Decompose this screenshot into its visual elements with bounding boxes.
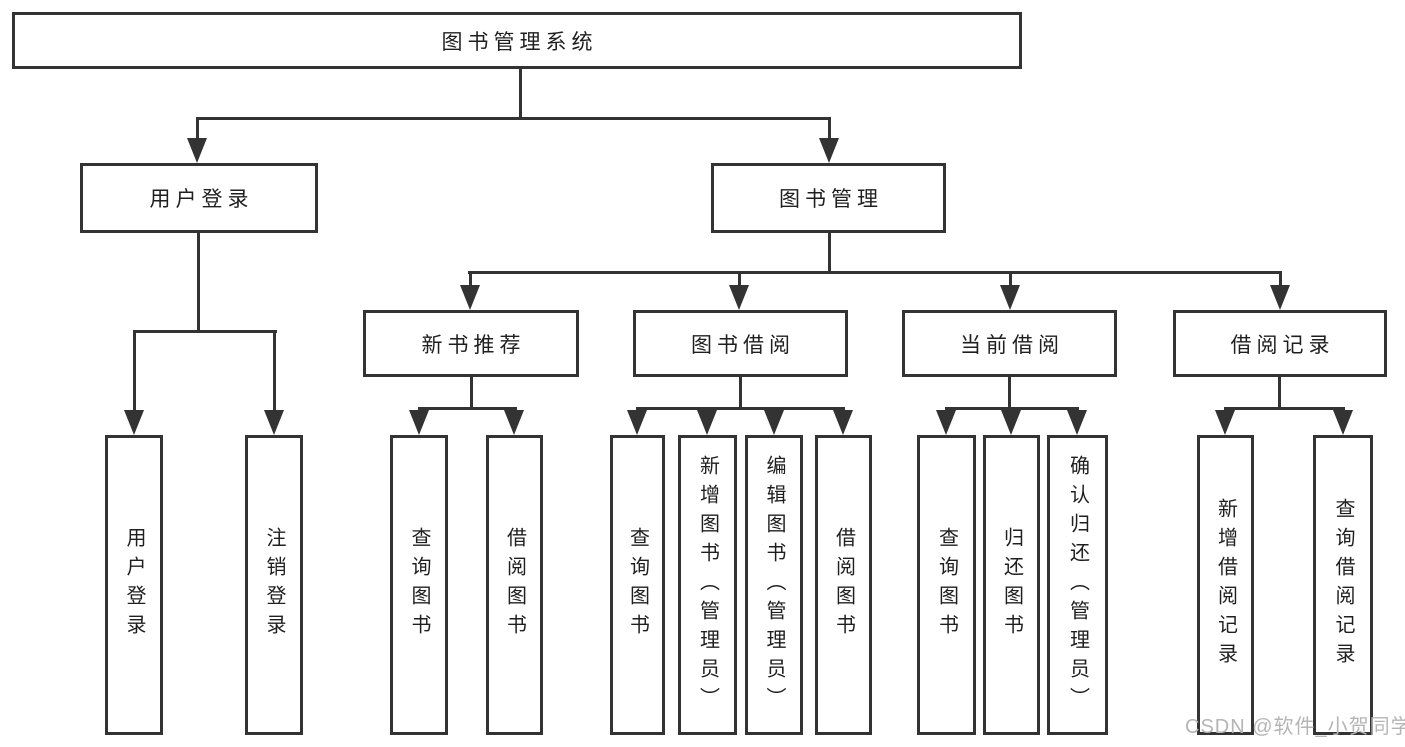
arrowhead-icon: [264, 410, 284, 435]
connector-stub: [470, 377, 473, 410]
arrowhead-icon: [1001, 410, 1021, 435]
connector-user-login-stub: [197, 233, 200, 332]
connector-stub: [739, 377, 742, 410]
leaf-edit-books-admin: 编辑图书（管理员）: [745, 435, 803, 735]
connector-level2-bus: [196, 117, 831, 120]
connector-splitter: [1224, 407, 1345, 410]
arrowhead-icon: [833, 410, 853, 435]
leaf-query-borrow-record: 查询借阅记录: [1313, 435, 1373, 735]
arrowhead-icon: [1000, 285, 1020, 310]
leaf-label: 归还图书: [1000, 527, 1023, 643]
connector-drop: [469, 271, 472, 288]
leaf-label: 编辑图书（管理员）: [763, 454, 785, 716]
arrowhead-icon: [819, 138, 839, 163]
connector-level3-bus: [468, 271, 1282, 274]
arrowhead-icon: [124, 410, 144, 435]
leaf-return-books: 归还图书: [983, 435, 1040, 735]
arrowhead-icon: [697, 410, 717, 435]
connector-drop: [1279, 271, 1282, 288]
watermark: CSDN @软件_小贺同学: [1185, 716, 1405, 738]
leaf-label: 确认归还（管理员）: [1066, 454, 1089, 716]
leaf-label: 查询图书: [408, 527, 430, 643]
node-root: 图书管理系统: [12, 12, 1022, 69]
leaf-add-books-admin: 新增图书（管理员）: [678, 435, 737, 735]
leaf-query-books-3: 查询图书: [917, 435, 976, 735]
leaf-label: 查询借阅记录: [1332, 498, 1354, 672]
connector-level2-corner-right: [828, 117, 831, 143]
leaf-label: 查询图书: [935, 527, 958, 643]
node-new-book-recommend: 新书推荐: [363, 310, 579, 377]
leaf-logout-login: 注销登录: [245, 435, 303, 735]
connector-drop: [1009, 271, 1012, 288]
leaf-borrow-books-2: 借阅图书: [815, 435, 872, 735]
leaf-label: 用户登录: [123, 527, 145, 643]
node-book-borrowing: 图书借阅: [633, 310, 848, 377]
leaf-confirm-return-admin: 确认归还（管理员）: [1047, 435, 1108, 735]
arrowhead-icon: [504, 410, 524, 435]
leaf-label: 新增借阅记录: [1214, 498, 1237, 672]
connector-level2-corner-left: [196, 117, 199, 143]
node-user-login: 用户登录: [80, 163, 318, 233]
node-borrowing-records: 借阅记录: [1173, 310, 1387, 377]
connector-root-stub: [519, 69, 522, 119]
connector-book-mgmt-stub: [828, 233, 831, 273]
arrowhead-icon: [460, 285, 480, 310]
leaf-label: 借阅图书: [832, 527, 855, 643]
connector-drop: [273, 330, 276, 414]
leaf-query-books-2: 查询图书: [610, 435, 665, 735]
leaf-label: 新增图书（管理员）: [696, 454, 719, 716]
leaf-query-books-1: 查询图书: [390, 435, 448, 735]
leaf-label: 借阅图书: [503, 527, 526, 643]
arrowhead-icon: [1333, 410, 1353, 435]
arrowhead-icon: [627, 410, 647, 435]
connector-drop: [738, 271, 741, 288]
connector-stub: [1008, 377, 1011, 410]
connector-stub: [1278, 377, 1281, 410]
connector-user-login-splitter: [133, 330, 277, 333]
node-current-borrowing: 当前借阅: [902, 310, 1117, 377]
arrowhead-icon: [409, 410, 429, 435]
connector-splitter: [945, 407, 1079, 410]
leaf-user-login: 用户登录: [105, 435, 163, 735]
node-book-management: 图书管理: [711, 163, 946, 233]
leaf-add-borrow-record: 新增借阅记录: [1197, 435, 1254, 735]
arrowhead-icon: [1270, 285, 1290, 310]
connector-splitter: [636, 407, 845, 410]
arrowhead-icon: [764, 410, 784, 435]
leaf-borrow-books-1: 借阅图书: [486, 435, 543, 735]
arrowhead-icon: [187, 138, 207, 163]
connector-splitter: [418, 407, 517, 410]
leaf-label: 注销登录: [263, 527, 285, 643]
arrowhead-icon: [936, 410, 956, 435]
connector-drop: [133, 330, 136, 414]
arrowhead-icon: [1215, 410, 1235, 435]
arrowhead-icon: [1067, 410, 1087, 435]
leaf-label: 查询图书: [626, 527, 649, 643]
arrowhead-icon: [729, 285, 749, 310]
